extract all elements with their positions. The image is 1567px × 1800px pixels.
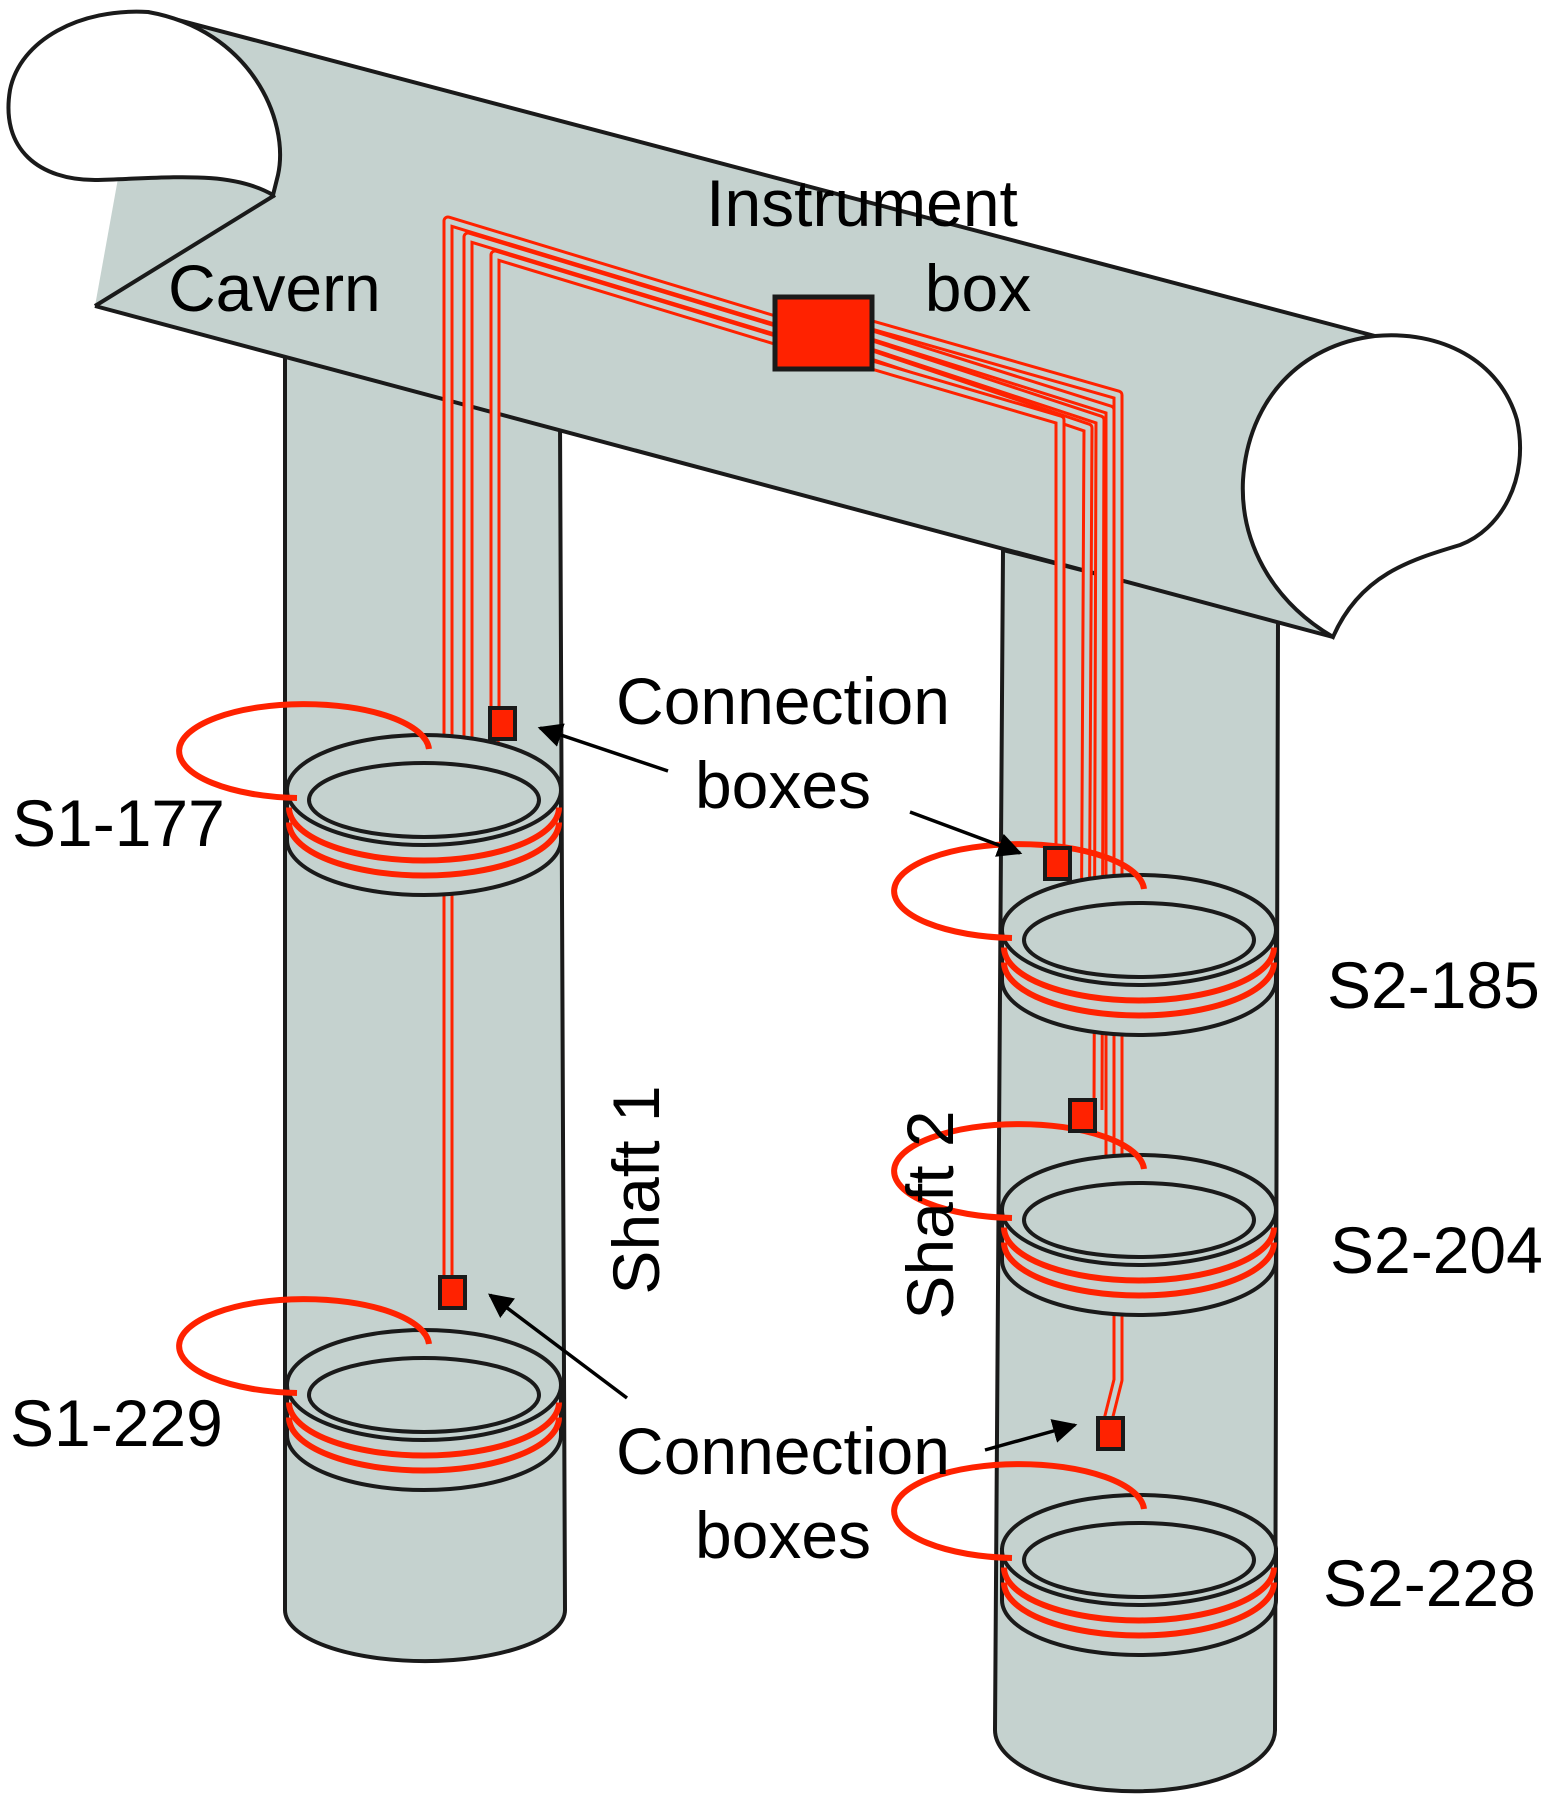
cable-core-6	[871, 362, 1063, 860]
instrument-box-label-line1: Instrument	[706, 166, 1018, 240]
ring-s2-185-inner	[1022, 901, 1256, 979]
instrument-box-label-line2: box	[924, 251, 1032, 325]
arrow-to-cbox-s1-177	[537, 723, 669, 773]
ring-label-s2-228: S2-228	[1323, 1546, 1536, 1620]
ring-s1-177-coil	[176, 701, 432, 801]
arrow-to-cbox-s2-185	[909, 810, 1023, 857]
ring-label-s1-229: S1-229	[10, 1386, 223, 1460]
connection-boxes-label-top-line1: Connection	[616, 664, 950, 738]
ring-s2-185-winding-0	[1001, 947, 1277, 1004]
ring-s1-177-winding-1	[286, 822, 562, 879]
ring-s2-228-winding-1	[1001, 1582, 1277, 1639]
cavern-edge-top	[147, 10, 1376, 338]
ring-label-s2-185: S2-185	[1327, 948, 1540, 1022]
connection-box-group	[438, 706, 1125, 1451]
cavern-right-opening	[1240, 333, 1523, 640]
cavern-label: Cavern	[168, 251, 381, 325]
ring-s2-204-coil	[891, 1121, 1147, 1221]
ring-s1-229-winding-0	[286, 1402, 562, 1459]
ring-s2-228	[891, 1461, 1278, 1657]
ring-s2-185-winding-1	[1001, 962, 1277, 1019]
ring-s2-204-inner	[1022, 1181, 1256, 1259]
connection-boxes-label-bottom-line1: Connection	[616, 1414, 950, 1488]
cavern-edge-bottom	[94, 304, 1334, 639]
ring-s1-229	[176, 1296, 563, 1492]
ring-s2-185	[891, 841, 1278, 1037]
shaft1-label: Shaft 1	[599, 1085, 673, 1295]
ring-s2-204-winding-0	[1001, 1227, 1277, 1284]
ring-s2-204	[891, 1121, 1278, 1317]
cable-core-1	[465, 234, 776, 880]
ring-s2-228-winding-0	[1001, 1567, 1277, 1624]
ring-s1-177-winding-0	[286, 807, 562, 864]
cable-core-5	[871, 352, 1091, 1001]
connection-box-s2-204	[1068, 1098, 1097, 1133]
connection-boxes-label-top-line2: boxes	[694, 748, 872, 822]
ring-label-s2-204: S2-204	[1330, 1213, 1543, 1287]
ring-s1-229-coil	[176, 1296, 432, 1396]
connection-boxes-label-bottom-line2: boxes	[694, 1498, 872, 1572]
arrow-to-cbox-s1-229	[488, 1293, 629, 1400]
ring-s1-177-inner	[307, 761, 541, 839]
connection-box-s2-228	[1096, 1416, 1125, 1451]
shaft2-label: Shaft 2	[893, 1110, 967, 1320]
cavern-left-opening	[6, 9, 283, 199]
ring-s2-185-coil	[891, 841, 1147, 941]
ring-s1-229-winding-1	[286, 1417, 562, 1474]
ring-s2-228-inner	[1022, 1521, 1256, 1599]
ring-s2-204-winding-1	[1001, 1242, 1277, 1299]
connection-box-s1-229	[438, 1275, 467, 1310]
ring-label-s1-177: S1-177	[12, 786, 225, 860]
cable-core-0	[445, 218, 776, 1265]
connection-box-s2-185	[1043, 846, 1072, 881]
instrument-box	[772, 294, 875, 372]
connection-box-s1-177	[488, 706, 517, 741]
arrow-to-cbox-s2-228	[984, 1419, 1078, 1452]
cavern-left-floor	[93, 193, 277, 308]
ring-s1-229-inner	[307, 1356, 541, 1434]
ring-s2-228-coil	[891, 1461, 1147, 1561]
ring-sensors	[176, 701, 1278, 1657]
ring-s1-177	[176, 701, 563, 897]
